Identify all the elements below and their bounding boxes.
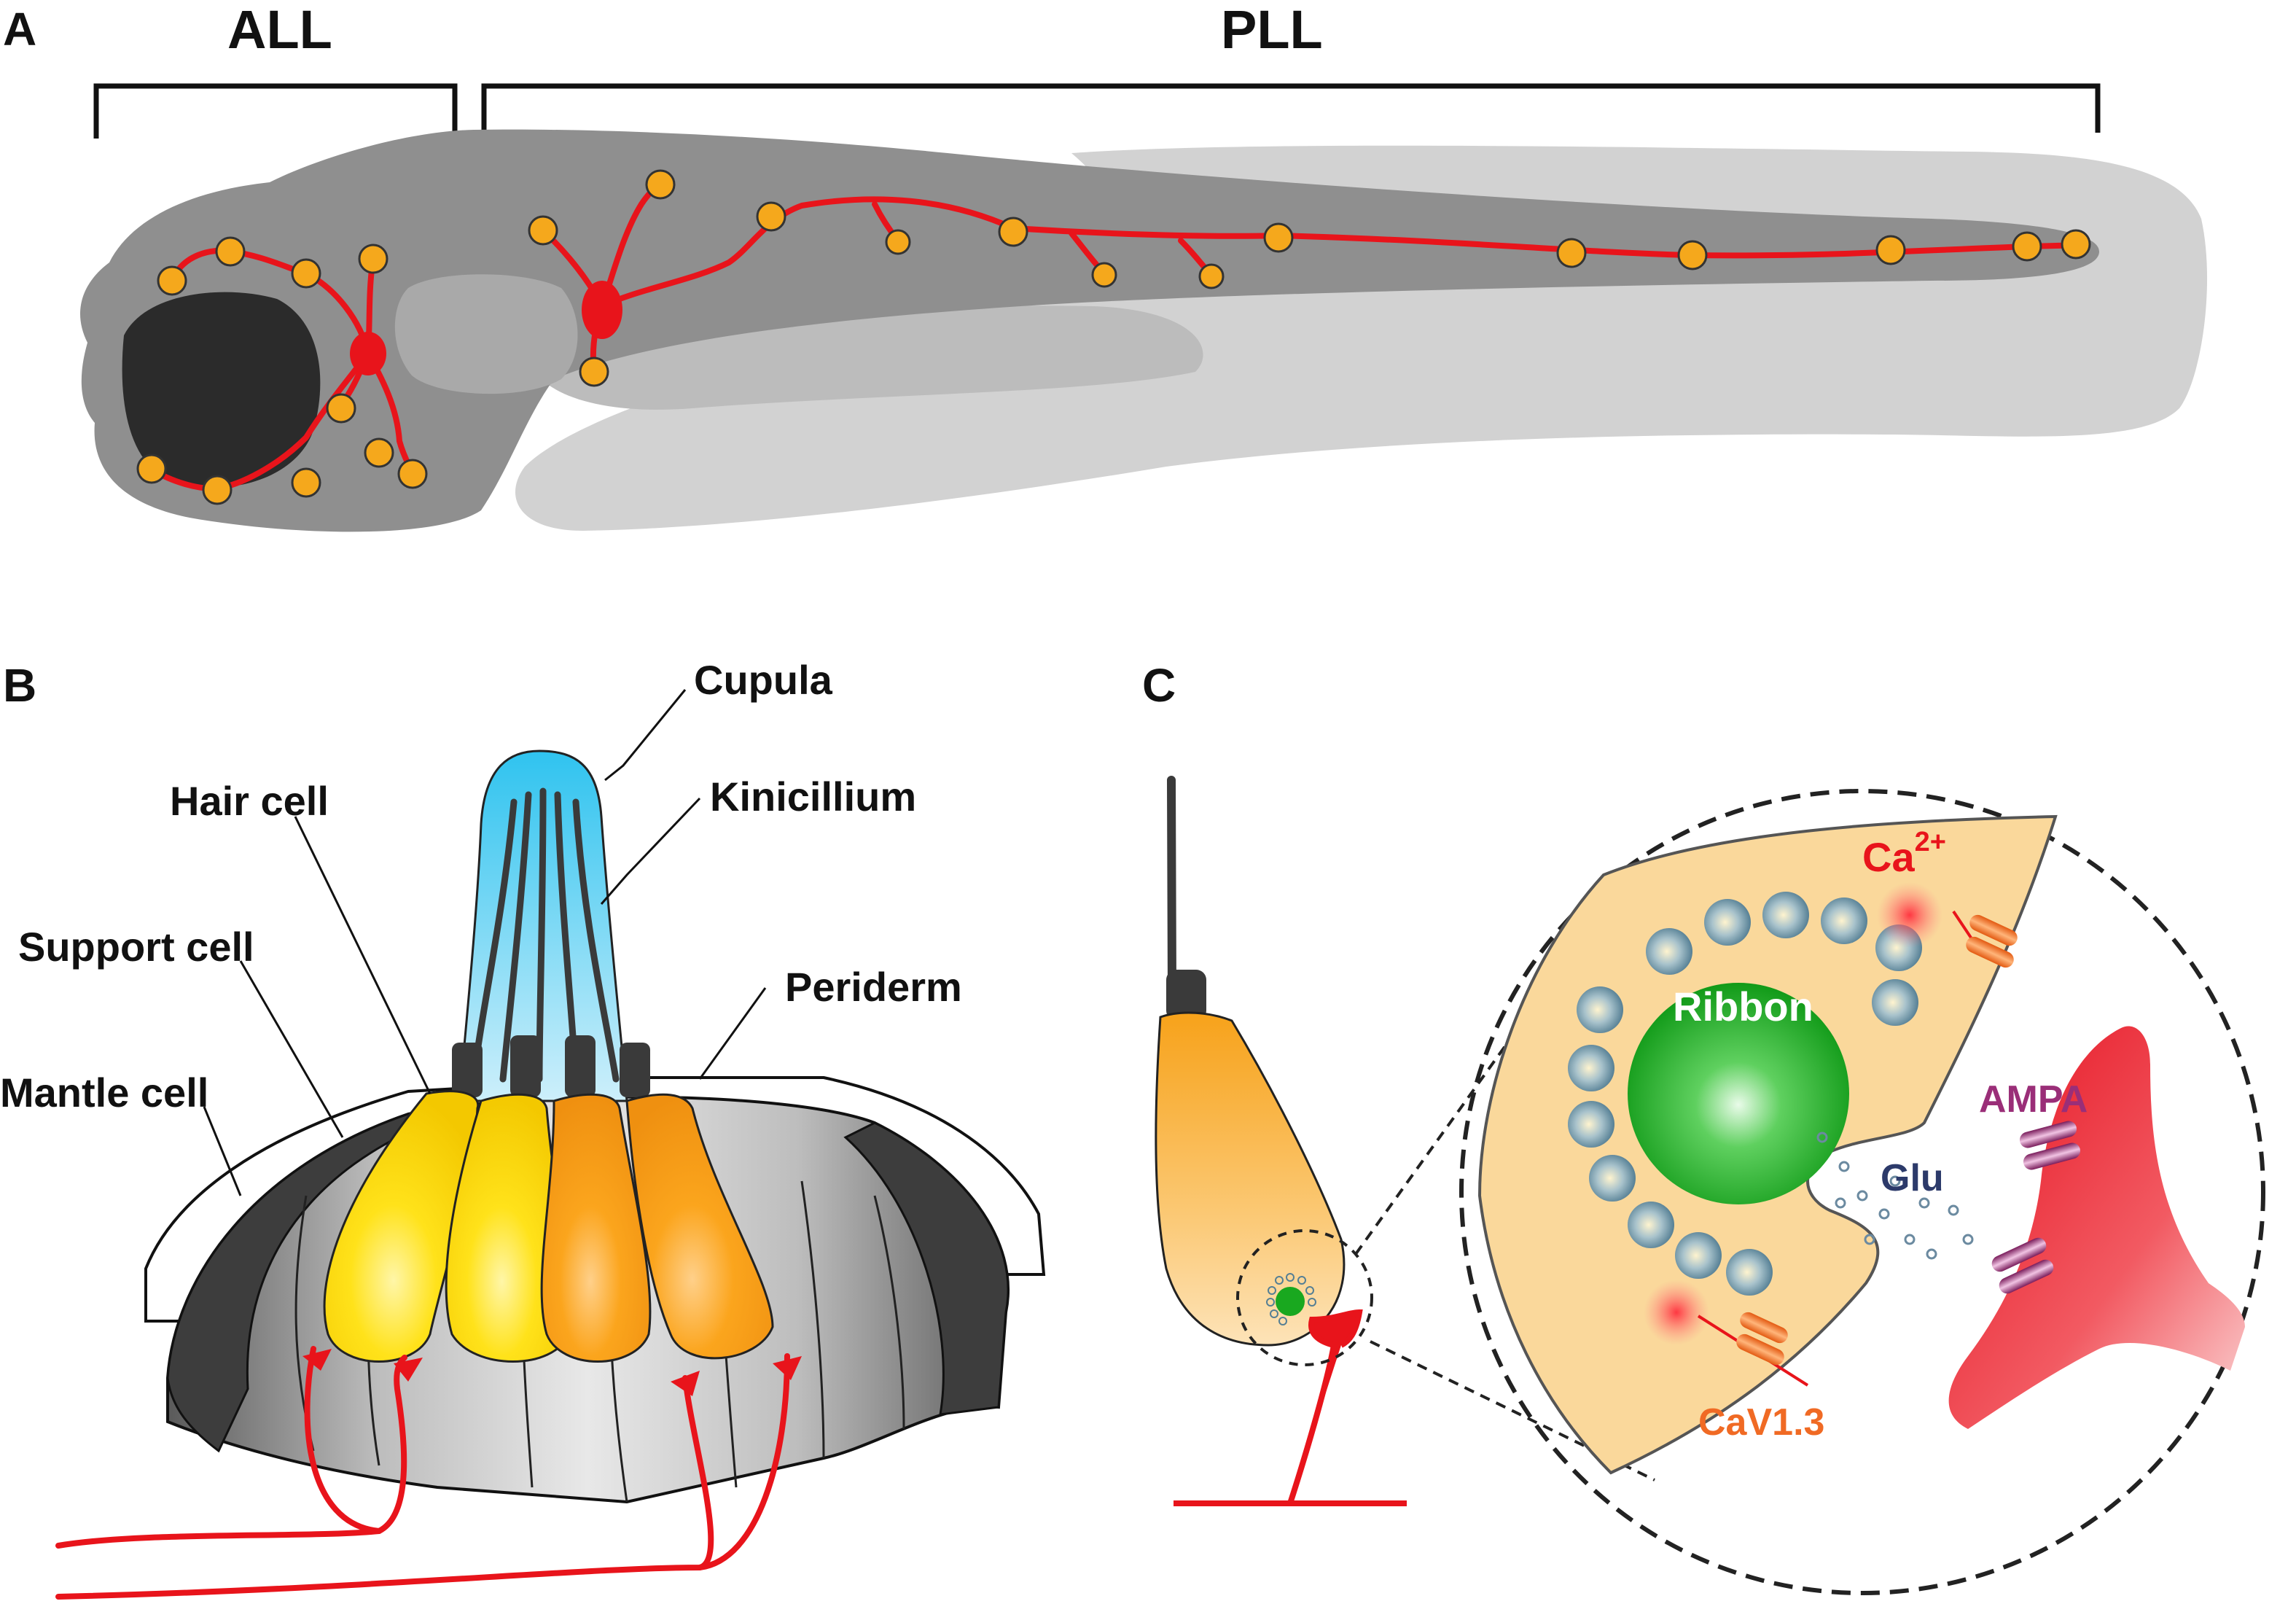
pll-label: PLL [1221,0,1323,60]
hair-cell-label: Hair cell [170,778,329,824]
eye [122,292,321,488]
calcium-glow-top [1877,882,1942,948]
glutamate-particles [1816,1132,1974,1260]
leader-lines [203,689,767,1196]
panel-c: C [1142,659,2265,1595]
anterior-ganglion [350,332,386,375]
panel-b-letter: B [3,659,36,712]
calcium-text: Ca [1862,834,1915,880]
mantle-cell-label: Mantle cell [0,1070,208,1115]
ampa-receptor-bottom [1991,1237,2054,1294]
hair-cell-1 [323,1090,480,1363]
mantle-cell-right [843,1121,1010,1416]
calcium-label: Ca2+ [1862,827,1946,880]
cav-channel-bottom [1697,1312,1809,1387]
afferent-nerves [55,1346,790,1600]
pll-bracket [481,83,2101,139]
cav-channel-top [1952,910,2018,968]
hair-cell-3 [540,1093,652,1363]
cupula-label: Cupula [694,657,833,703]
glutamate-label: Glu [1881,1157,1944,1199]
all-bracket [93,83,458,139]
mantle-cell-left [166,1113,434,1453]
small-kinocilium [1167,776,1176,996]
posterior-ganglion [582,281,622,339]
small-vesicles [1266,1273,1316,1325]
ribbon-label: Ribbon [1673,984,1813,1029]
zoom-guide-top [1354,1019,1525,1255]
stereocilia-bundles [452,1035,650,1097]
small-hair-cell [1155,1011,1346,1347]
all-label: ALL [227,0,332,60]
neuromasts [136,169,2091,505]
zoom-circle [1459,789,2265,1595]
ribbon [1628,983,1849,1204]
cav-channel-label: CaV1.3 [1698,1401,1824,1444]
panel-a: A ALL PLL [3,0,2208,532]
panel-b: B [0,657,1046,1600]
small-afferent [1174,1309,1407,1506]
afferent-terminals [302,1349,802,1396]
ampa-label: AMPA [1979,1078,2088,1121]
small-ribbon [1276,1287,1305,1316]
small-stereocilia [1166,970,1206,1021]
panel-a-letter: A [3,3,36,55]
small-zoom-circle [1236,1229,1373,1366]
otic-region [394,274,578,394]
periderm-label: Periderm [785,964,962,1010]
kinocilium-label: Kinicillium [710,774,916,819]
calcium-superscript: 2+ [1915,827,1946,857]
hair-cell-4 [625,1093,774,1360]
panel-c-letter: C [1142,659,1176,712]
calcium-glow-bottom [1644,1280,1709,1345]
postsynaptic-terminal [1948,1026,2245,1429]
larva-body [80,129,2099,532]
ampa-receptor-top [2019,1121,2081,1170]
support-cell-label: Support cell [18,924,254,970]
